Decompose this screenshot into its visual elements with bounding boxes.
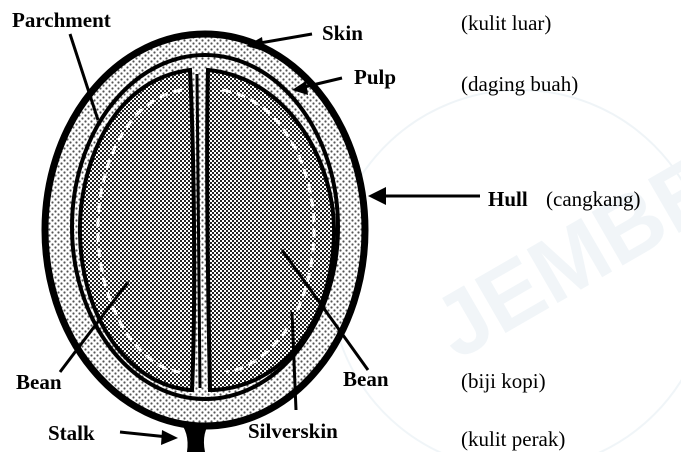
pulp-label: Pulp — [354, 65, 396, 89]
skin-label: Skin — [322, 21, 363, 45]
stalk-leader — [120, 432, 168, 437]
bean-left-label: Bean — [16, 370, 62, 394]
hull-arrowhead — [368, 187, 386, 205]
watermark-text: JEMBER — [417, 104, 681, 378]
silverskin-label: Silverskin — [248, 419, 338, 443]
hull-translation: (cangkang) — [546, 187, 640, 211]
bean-translation: (biji kopi) — [461, 369, 546, 393]
stalk-arrowhead — [161, 430, 178, 445]
skin-translation: (kulit luar) — [461, 11, 551, 35]
parchment-label: Parchment — [12, 8, 111, 32]
pulp-translation: (daging buah) — [461, 72, 578, 96]
bean-right-label: Bean — [343, 367, 389, 391]
stalk-label: Stalk — [48, 421, 95, 445]
hull-label: Hull — [488, 187, 528, 211]
watermark: JEMBER — [330, 90, 681, 452]
silverskin-translation: (kulit perak) — [461, 427, 565, 451]
